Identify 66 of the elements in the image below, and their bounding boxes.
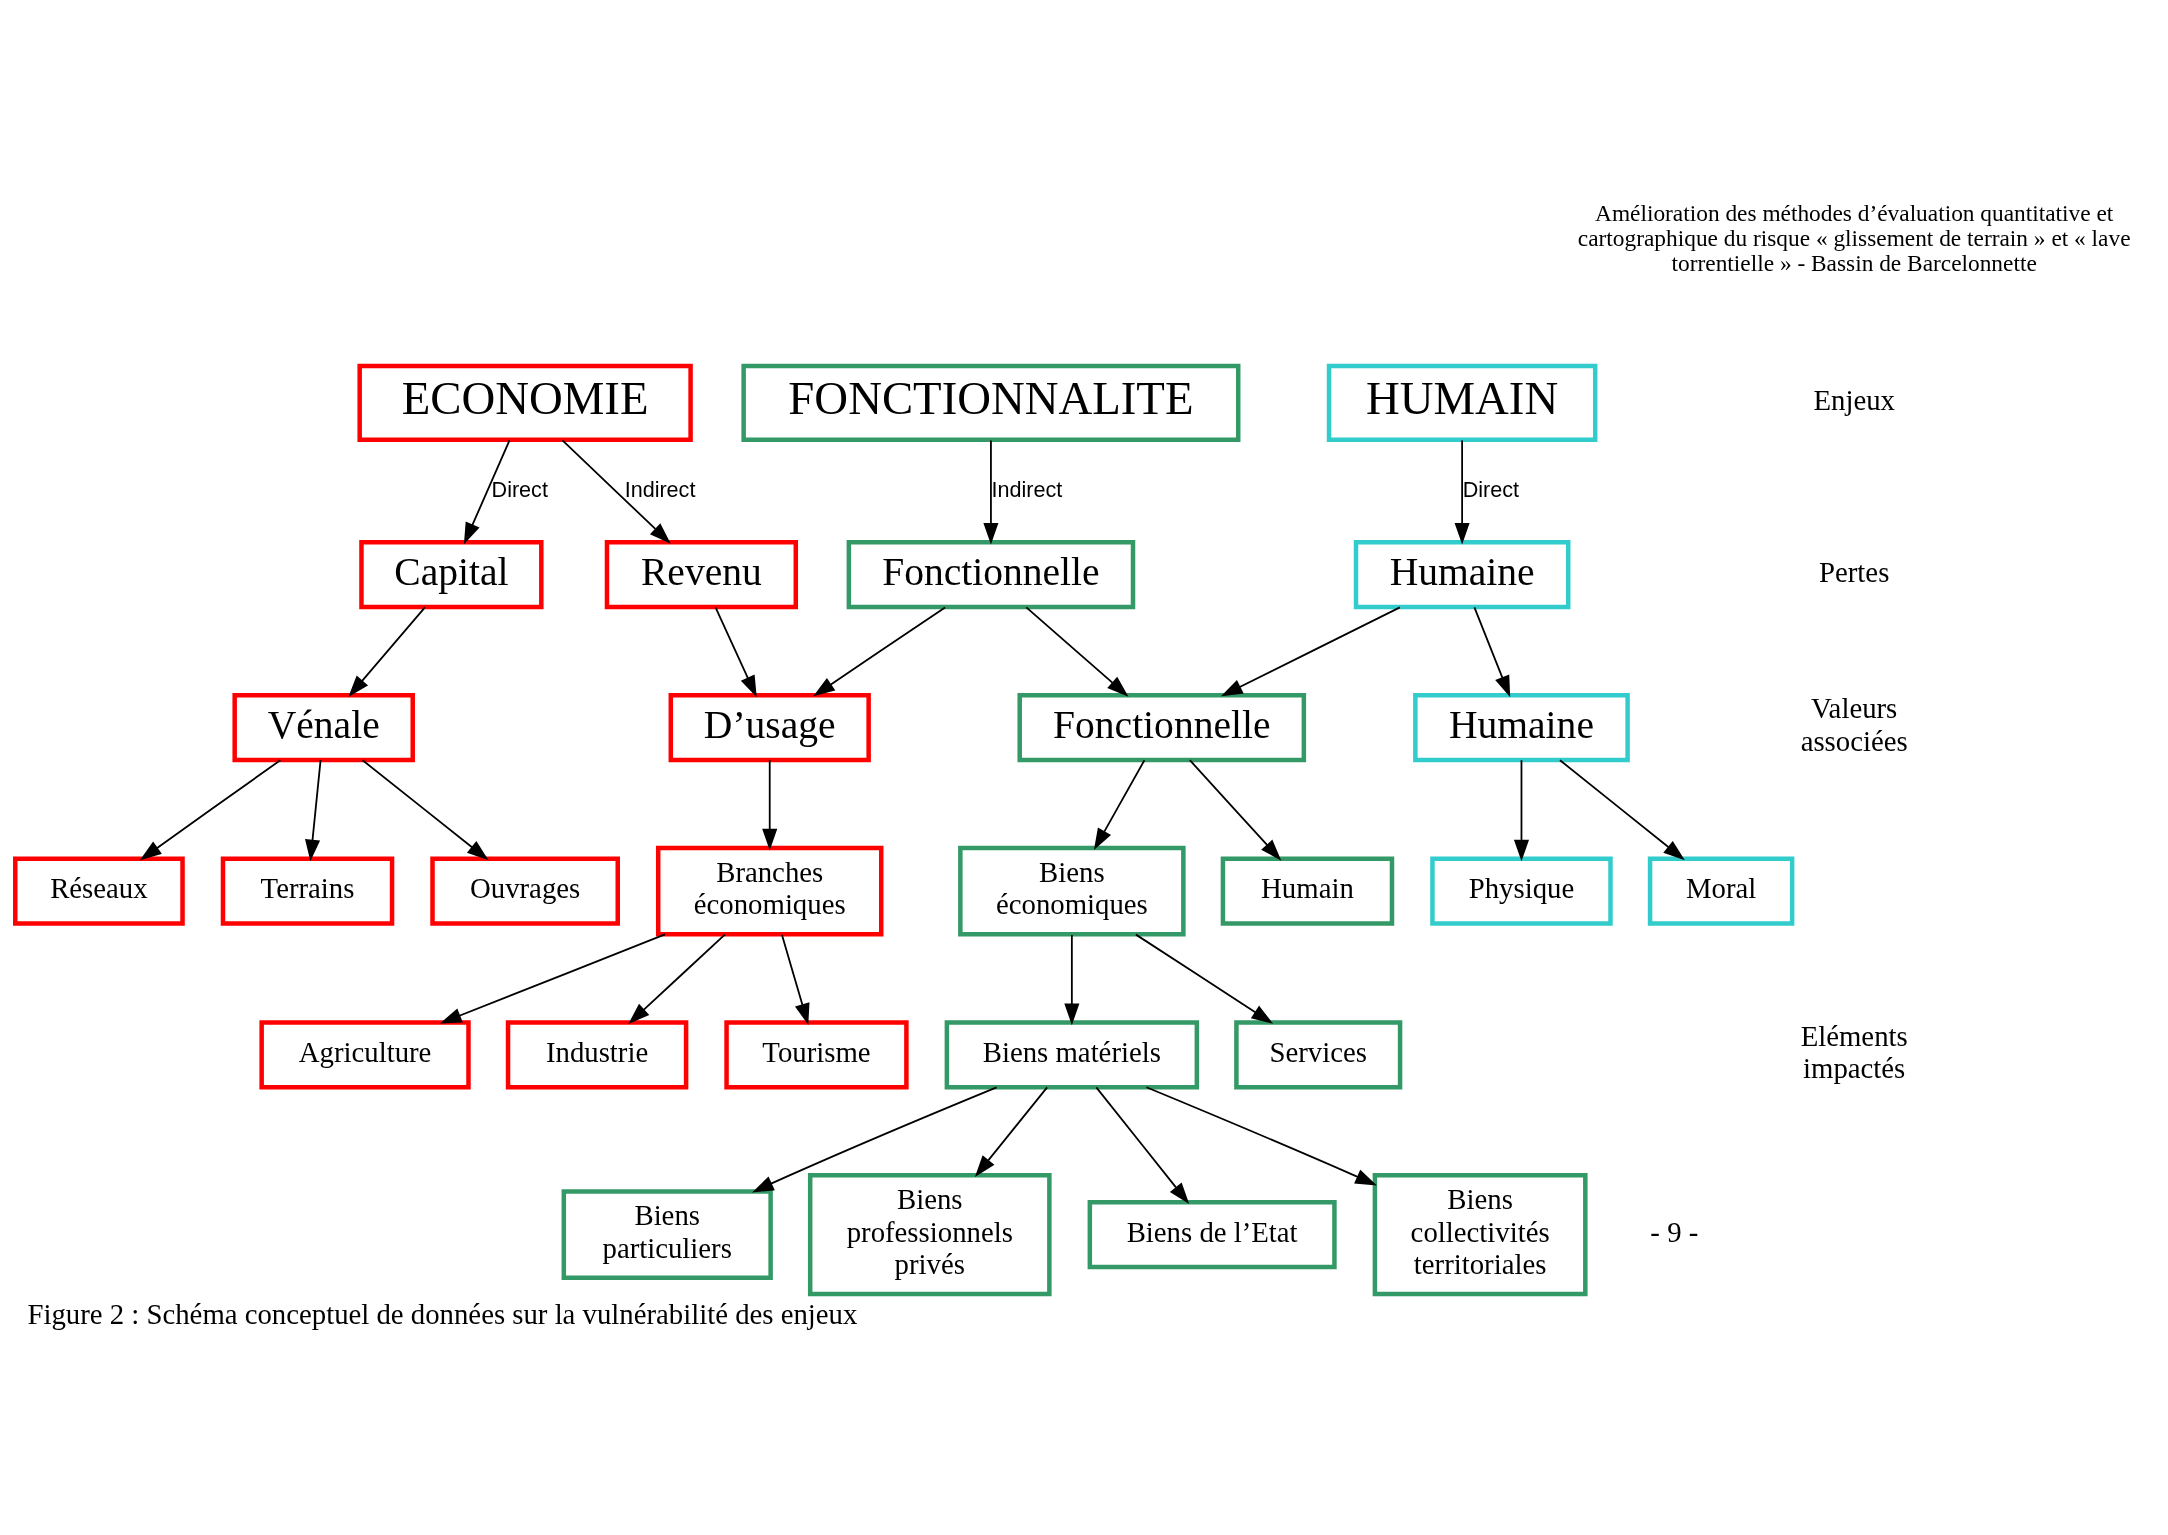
edge-label: Direct: [491, 476, 548, 502]
arrow: [348, 606, 426, 697]
arrow: [983, 439, 999, 544]
arrow: [1559, 758, 1685, 860]
node-box: Biens professionnels privés: [807, 1172, 1052, 1296]
arrow: [1473, 606, 1511, 697]
arrow: [781, 933, 810, 1025]
node-box: Fonctionnelle: [1017, 692, 1307, 762]
arrow: [1454, 439, 1470, 544]
arrow: [1188, 758, 1282, 861]
node-box: Branches économiques: [655, 845, 884, 937]
arrow: [628, 933, 726, 1024]
arrow: [1025, 606, 1129, 697]
arrow: [1145, 1085, 1377, 1185]
node-box: Terrains: [220, 856, 395, 926]
node-box: Moral: [1647, 856, 1795, 926]
label: Amélioration des méthodes d’évaluation quantitative et cartographique du risque « glissement de terrain » et « lave torrentielle » - Bassin de Barcelonnette: [1577, 199, 2131, 276]
arrow: [813, 606, 946, 696]
edge-label: Indirect: [624, 476, 696, 502]
label: Enjeux: [1813, 383, 1895, 416]
arrow: [463, 439, 511, 544]
arrow: [1095, 1085, 1190, 1204]
label: Valeurs associées: [1800, 691, 1908, 757]
node-box: Capital: [359, 539, 544, 609]
node-box: Services: [1234, 1019, 1403, 1089]
node-box: ECONOMIE: [357, 363, 693, 442]
node-box: D’usage: [668, 692, 871, 762]
node-box: Physique: [1430, 856, 1613, 926]
label: - 9 -: [1650, 1215, 1699, 1248]
node-box: Biens collectivités territoriales: [1372, 1172, 1588, 1296]
arrow: [974, 1085, 1048, 1177]
arrow: [1221, 606, 1401, 696]
node-box: Agriculture: [259, 1019, 471, 1089]
node-box: Revenu: [604, 539, 799, 609]
node-box: Humaine: [1413, 692, 1630, 762]
label: Pertes: [1819, 555, 1890, 587]
arrow: [752, 1085, 998, 1192]
arrow: [762, 758, 778, 850]
node-box: Réseaux: [13, 856, 185, 926]
arrow: [1064, 933, 1080, 1025]
node-box: Tourisme: [724, 1019, 909, 1089]
arrow: [361, 758, 489, 860]
arrow: [1093, 758, 1146, 850]
node-box: Biens économiques: [958, 845, 1186, 937]
arrow: [1513, 758, 1530, 861]
node-box: Biens de l’Etat: [1087, 1199, 1337, 1269]
arrow: [439, 933, 666, 1023]
node-box: Fonctionnelle: [846, 539, 1136, 609]
arrow: [714, 606, 757, 697]
node-box: Biens matériels: [944, 1019, 1200, 1089]
arrow: [305, 758, 322, 861]
caption: Figure 2 : Schéma conceptuel de données sur la vulnérabilité des enjeux: [27, 1297, 858, 1330]
edge-label: Direct: [1462, 476, 1520, 502]
node-box: Biens particuliers: [561, 1188, 773, 1280]
node-box: Humain: [1220, 856, 1395, 926]
arrow: [139, 758, 282, 860]
node-box: Ouvrages: [430, 856, 620, 926]
label: Eléments impactés: [1800, 1019, 1908, 1084]
node-box: Industrie: [505, 1019, 689, 1089]
node-box: HUMAIN: [1326, 363, 1598, 442]
edge-label: Indirect: [991, 476, 1063, 502]
arrow: [561, 439, 671, 544]
node-box: Humaine: [1353, 539, 1571, 609]
arrow: [1135, 933, 1274, 1024]
node-box: Vénale: [232, 692, 415, 762]
node-box: FONCTIONNALITE: [741, 363, 1241, 442]
